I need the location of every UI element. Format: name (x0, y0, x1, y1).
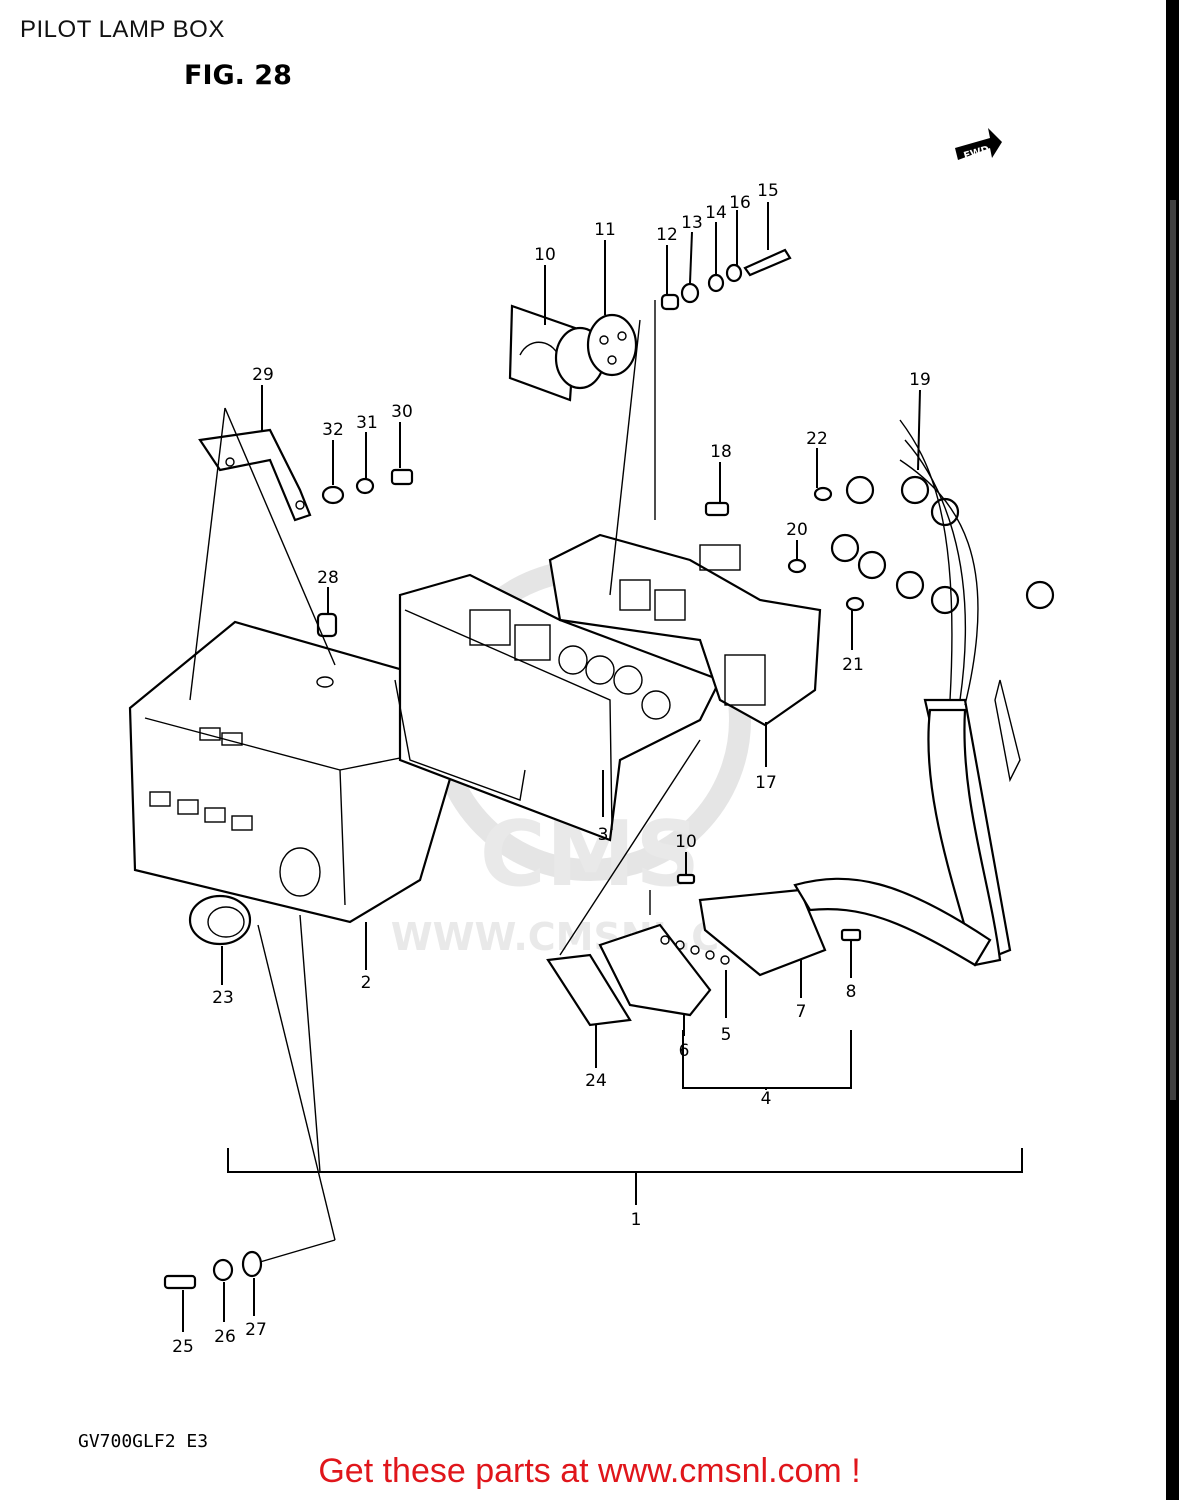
part-19-harness (787, 419, 1055, 967)
part-label: 32 (322, 420, 344, 440)
part-label: 25 (172, 1337, 194, 1357)
part-label: 8 (846, 982, 857, 1002)
part-label: 14 (705, 203, 727, 223)
part-label: 1 (631, 1210, 642, 1230)
part-label: 16 (729, 193, 751, 213)
part-23-grommet (188, 894, 252, 946)
part-label: 17 (755, 773, 777, 793)
part-label: 10 (675, 832, 697, 852)
part-label: 6 (679, 1041, 690, 1061)
part-label: 30 (391, 402, 413, 422)
part-label: 19 (909, 370, 931, 390)
part-label: 22 (806, 429, 828, 449)
part-label: 13 (681, 213, 703, 233)
part-17-housing (548, 533, 822, 727)
fwd-arrow: FWD (955, 128, 1002, 162)
part-label: 12 (656, 225, 678, 245)
part-label: 24 (585, 1071, 607, 1091)
part-label: 2 (361, 973, 372, 993)
part-label: 15 (757, 181, 779, 201)
part-label: 28 (317, 568, 339, 588)
promo-link[interactable]: Get these parts at www.cmsnl.com ! (318, 1452, 861, 1490)
part-18-screw (704, 501, 730, 517)
part-4-8-connector (546, 873, 992, 1027)
part-label: 7 (796, 1002, 807, 1022)
figure-label: FIG. 28 (184, 60, 292, 91)
part-label: 4 (761, 1089, 772, 1109)
part-label: 20 (786, 520, 808, 540)
part-label: 10 (534, 245, 556, 265)
part-25-27-bolt (163, 1250, 263, 1290)
part-label: 5 (721, 1025, 732, 1045)
part-10-11-gauge (508, 304, 638, 402)
scan-edge-highlight (1170, 200, 1176, 1100)
part-labels: 10 11 12 13 14 16 15 19 29 32 31 30 18 2… (172, 181, 931, 1357)
model-code: GV700GLF2 E3 (78, 1431, 209, 1452)
part-2-cover (128, 620, 462, 924)
part-label: 26 (214, 1327, 236, 1347)
part-label: 18 (710, 442, 732, 462)
scan-edge (1166, 0, 1179, 1500)
part-label: 21 (842, 655, 864, 675)
leader-lines (182, 202, 1023, 1332)
part-label: 11 (594, 220, 616, 240)
part-label: 27 (245, 1320, 267, 1340)
part-3-panel (394, 573, 722, 842)
part-12-16-hardware (660, 248, 792, 311)
part-label: 29 (252, 365, 274, 385)
part-label: 23 (212, 988, 234, 1008)
part-29-32-bracket (198, 428, 414, 522)
part-label: 31 (356, 413, 378, 433)
section-title: PILOT LAMP BOX (20, 16, 225, 43)
part-label: 3 (598, 825, 609, 845)
